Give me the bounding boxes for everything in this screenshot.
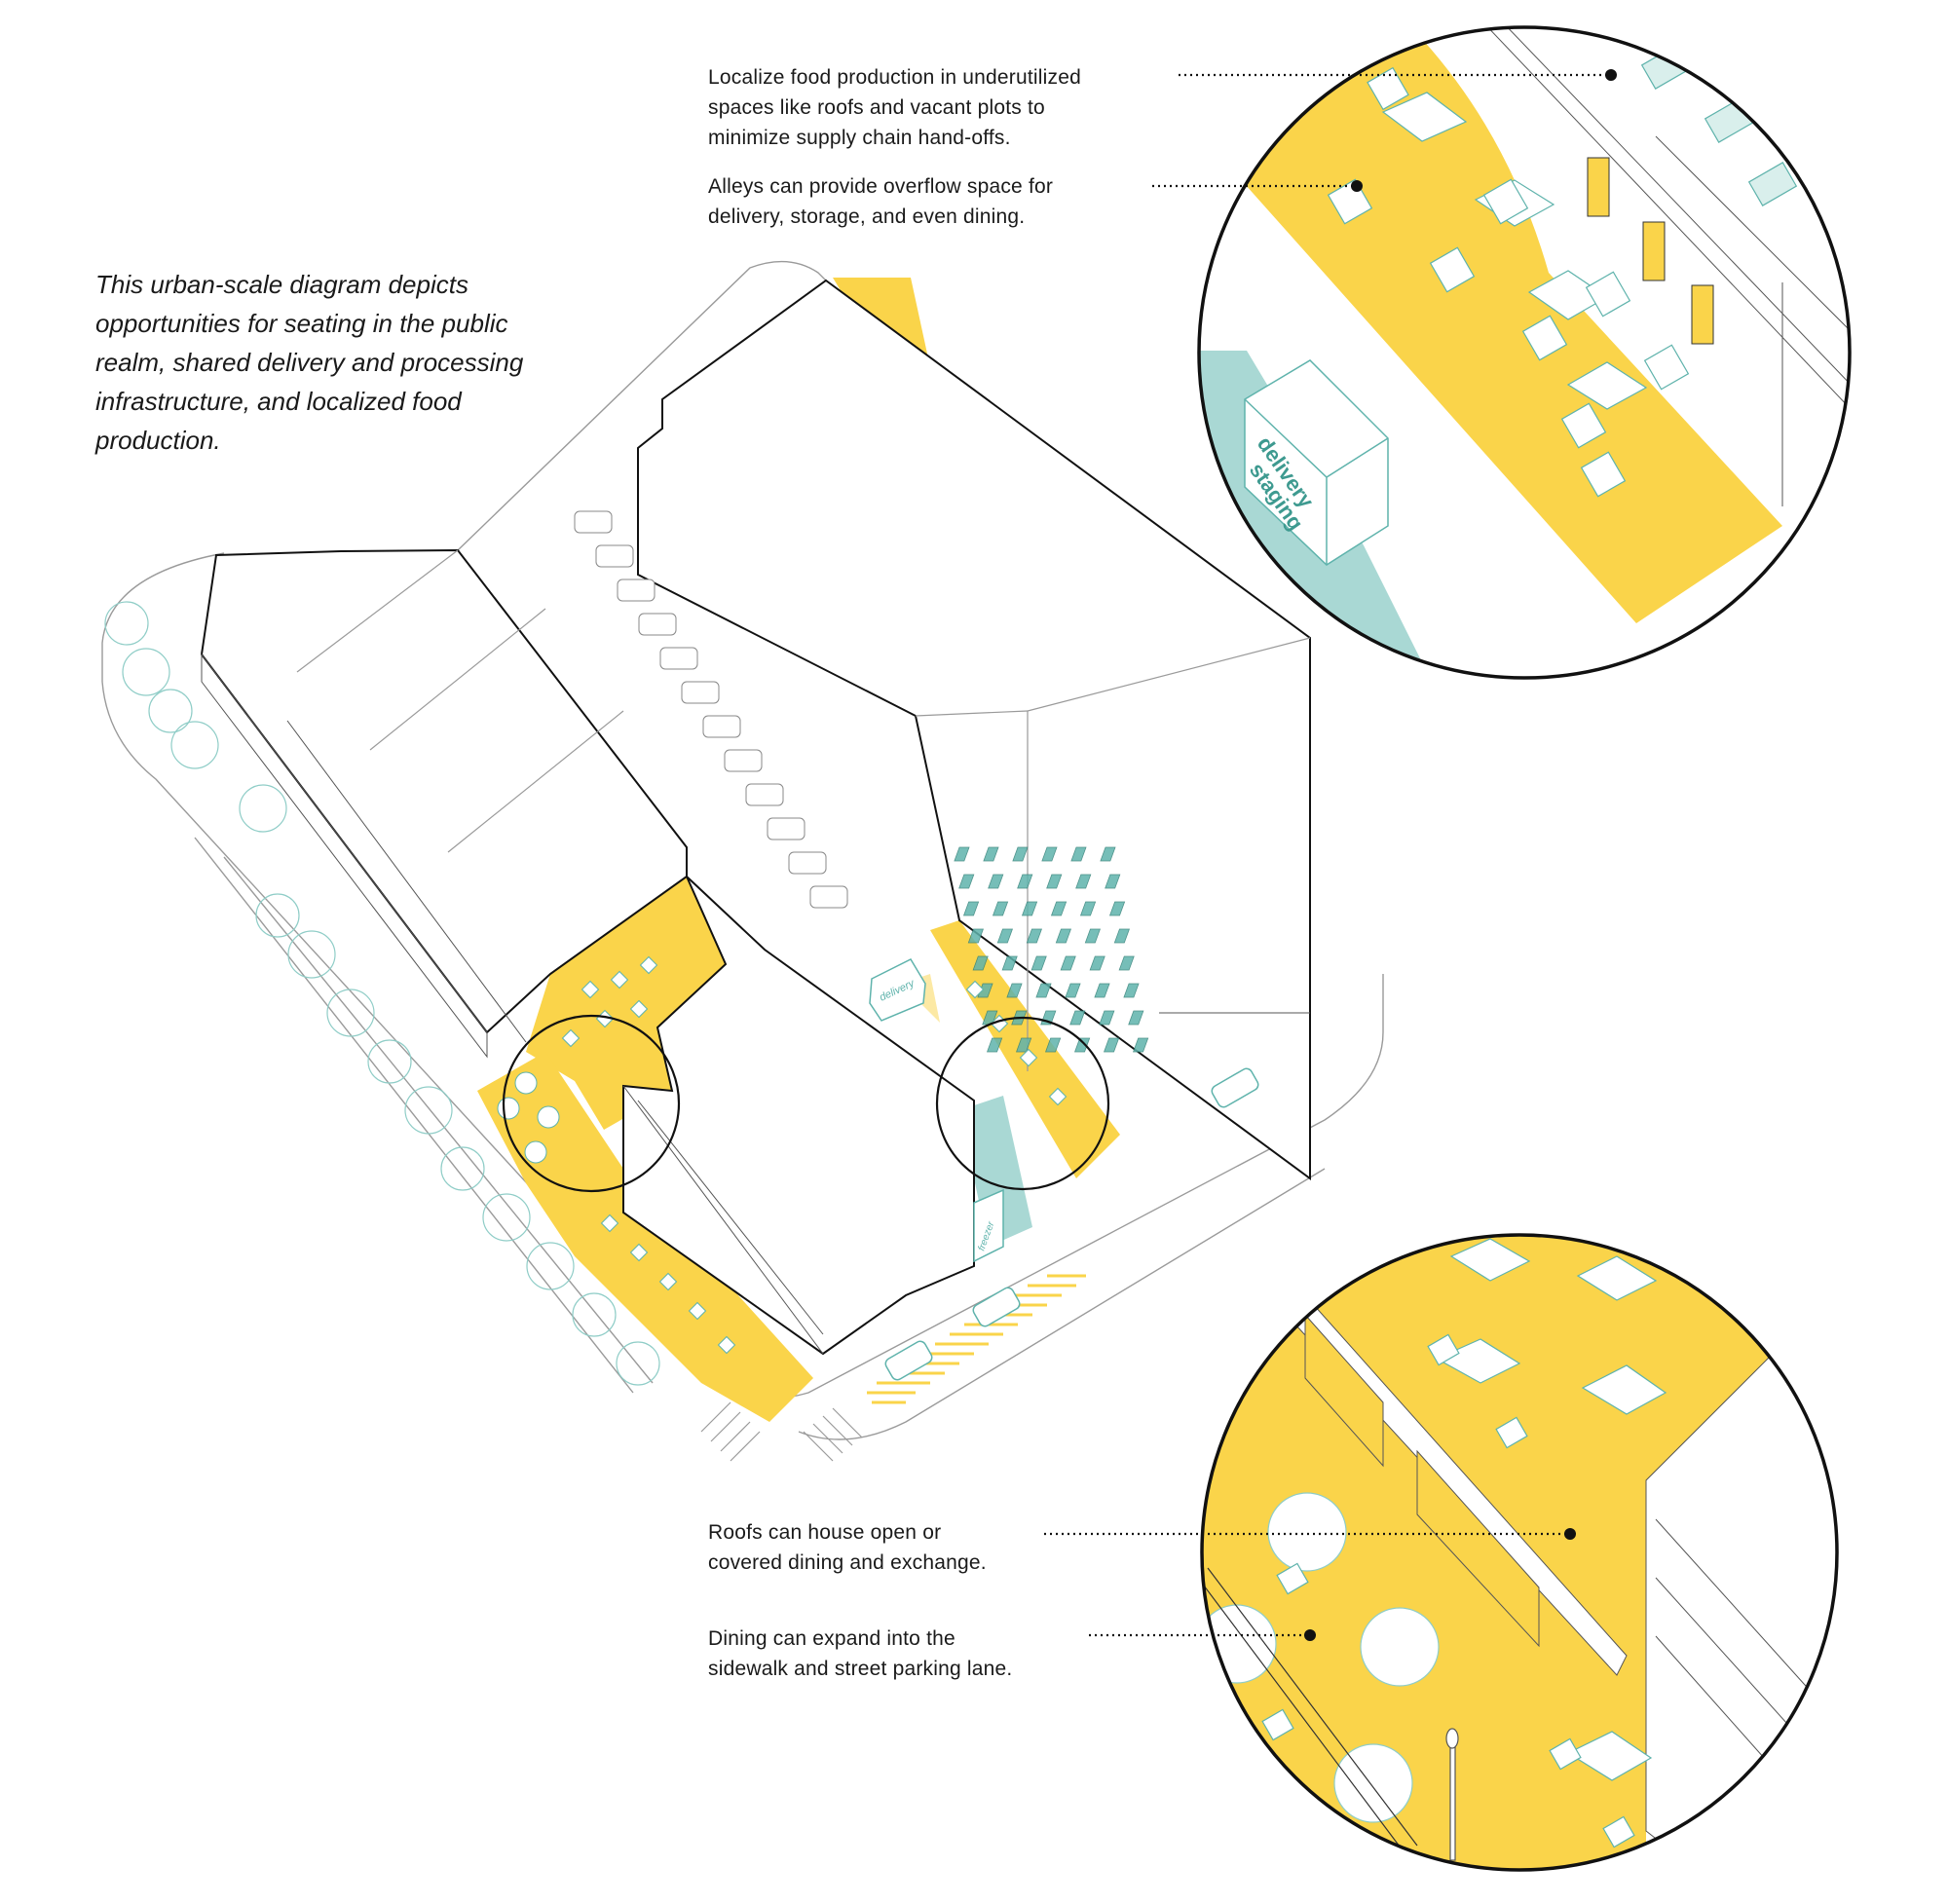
delivery-truck: delivery <box>869 958 926 1022</box>
freezer-box: freezer <box>973 1188 1004 1263</box>
main-site-plan <box>101 260 1384 1440</box>
callout-line: sidewalk and street parking lane. <box>708 1658 1013 1680</box>
callout-roofs: Roofs can house open or covered dining a… <box>708 1517 987 1578</box>
intro-line: realm, shared delivery and processing <box>95 348 524 377</box>
leader-dots <box>1304 69 1617 1641</box>
callout-line: Dining can expand into the <box>708 1627 955 1650</box>
callout-line: Localize food production in underutilize… <box>708 66 1081 89</box>
intro-paragraph: This urban-scale diagram depicts opportu… <box>95 265 602 460</box>
storefront-facade <box>201 653 1310 1355</box>
leader-dot <box>1564 1528 1576 1540</box>
lower-curb <box>798 1168 1326 1440</box>
leader-dot <box>1351 180 1363 192</box>
street-lamp-icon <box>1445 1728 1459 1861</box>
street-trees <box>104 601 660 1386</box>
building-lower-middle <box>622 876 975 1356</box>
delivery-infrastructure <box>959 1096 1032 1247</box>
upper-curb <box>457 260 936 551</box>
crosswalks <box>700 1401 863 1462</box>
top-detail-circle: delivery staging <box>1199 27 1850 678</box>
umbrella-discs-main <box>497 1071 560 1164</box>
street-cars <box>884 1067 1259 1381</box>
parked-cars <box>574 510 848 909</box>
callout-line: spaces like roofs and vacant plots to <box>708 96 1045 119</box>
dining-zone-courtyard <box>526 877 726 1130</box>
building-upper-long <box>637 279 1311 1180</box>
callout-alleys: Alleys can provide overflow space for de… <box>708 171 1053 232</box>
cafe-tables-main <box>561 955 1068 1355</box>
callout-line: minimize supply chain hand-offs. <box>708 127 1011 149</box>
leader-lines <box>1044 73 1609 1637</box>
callout-line: covered dining and exchange. <box>708 1551 987 1574</box>
callout-sidewalk-dining: Dining can expand into the sidewalk and … <box>708 1624 1012 1684</box>
callout-food-production: Localize food production in underutilize… <box>708 62 1081 153</box>
callout-line: delivery, storage, and even dining. <box>708 205 1026 228</box>
parking-lane-outer <box>194 837 634 1394</box>
bottom-detail-circle-border <box>1200 1233 1839 1872</box>
dining-zone-sidewalk <box>477 1052 813 1422</box>
intro-line: infrastructure, and localized food <box>95 387 462 416</box>
parking-lane-inner <box>223 856 654 1384</box>
street-curb-outline <box>101 552 1384 1400</box>
bottom-detail-circle <box>1202 1235 1837 1870</box>
callout-line: Roofs can house open or <box>708 1521 942 1544</box>
locator-circle-right <box>935 1016 1110 1191</box>
callout-line: Alleys can provide overflow space for <box>708 175 1054 198</box>
leader-dot <box>1605 69 1617 81</box>
top-detail-circle-border <box>1197 25 1852 680</box>
building-edges <box>296 549 1311 1071</box>
intro-line: production. <box>95 426 221 455</box>
rooftop-farm-grid <box>954 846 1149 1053</box>
intro-line: opportunities for seating in the public <box>95 309 508 338</box>
buildings <box>200 279 1311 1356</box>
leader-dot <box>1304 1629 1316 1641</box>
locator-circle-left <box>502 1014 681 1193</box>
freezer-zone <box>959 1096 1032 1247</box>
intro-line: This urban-scale diagram depicts <box>95 270 468 299</box>
